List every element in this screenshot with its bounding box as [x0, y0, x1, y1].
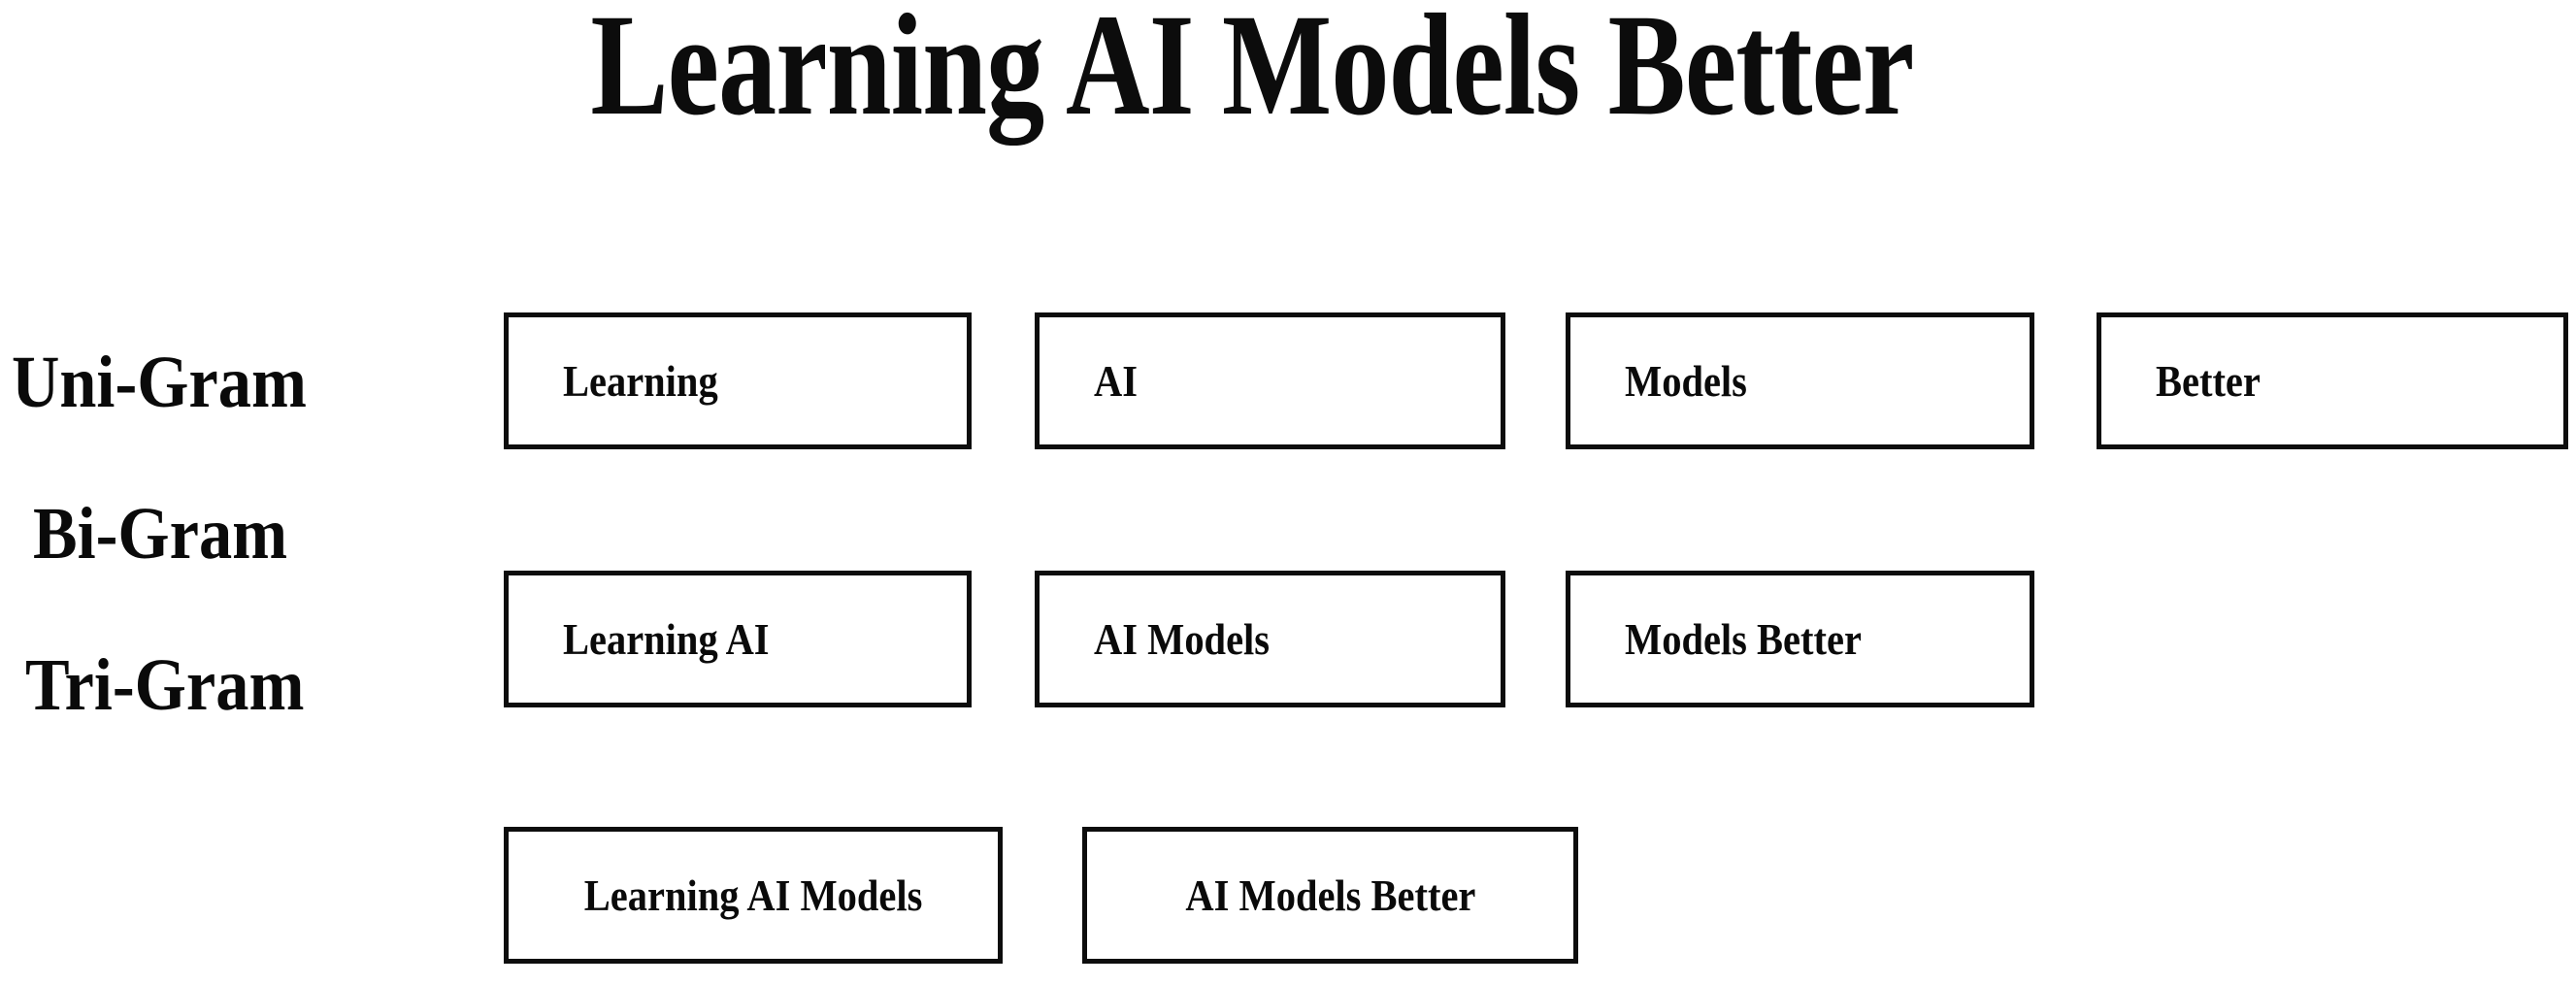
- page-title: Learning AI Models Better: [590, 0, 1914, 146]
- ngram-token-label: Models Better: [1625, 613, 1862, 664]
- ngram-box-uni-2: Models: [1566, 312, 2034, 449]
- ngram-box-tri-0: Learning AI Models: [504, 827, 1003, 964]
- ngram-token-label: AI: [1094, 355, 1138, 406]
- ngram-token-label: AI Models Better: [1184, 870, 1476, 920]
- row-label-tri-gram: Tri-Gram: [25, 644, 305, 726]
- ngram-box-uni-0: Learning: [504, 312, 972, 449]
- ngram-box-bi-2: Models Better: [1566, 571, 2034, 707]
- ngram-box-bi-0: Learning AI: [504, 571, 972, 707]
- ngram-box-uni-3: Better: [2097, 312, 2568, 449]
- ngram-token-label: Learning AI: [563, 613, 770, 664]
- ngram-token-label: Learning AI Models: [583, 870, 923, 920]
- ngram-token-label: Learning: [563, 355, 718, 406]
- ngram-token-label: AI Models: [1094, 613, 1271, 664]
- ngram-box-bi-1: AI Models: [1035, 571, 1505, 707]
- row-label-uni-gram: Uni-Gram: [12, 342, 307, 423]
- ngram-token-label: Better: [2156, 355, 2261, 406]
- row-label-bi-gram: Bi-Gram: [33, 493, 288, 575]
- ngram-token-label: Models: [1625, 355, 1747, 406]
- ngram-box-tri-1: AI Models Better: [1082, 827, 1578, 964]
- ngram-box-uni-1: AI: [1035, 312, 1505, 449]
